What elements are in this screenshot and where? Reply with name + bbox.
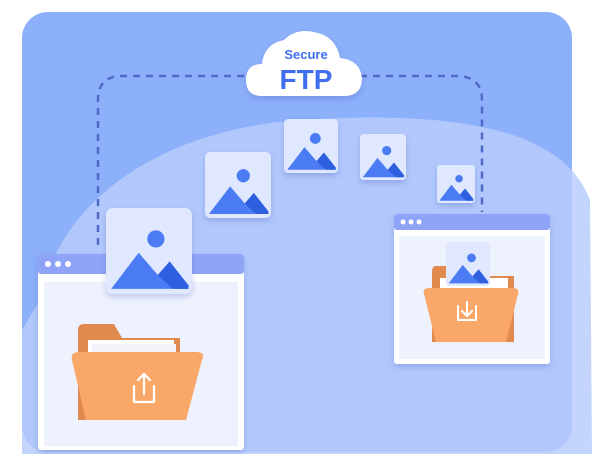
transfer-path [96,74,255,245]
window-dot [65,261,71,267]
window-dot [55,261,61,267]
image-icon [437,165,475,203]
window-dot [416,219,422,225]
folder-icon [71,324,204,420]
window-title-bar [394,214,550,230]
transfer-path-right [360,74,484,212]
image-icon [360,134,406,180]
image-icon [205,152,271,218]
download-icon [457,301,477,321]
window-dot [400,219,406,225]
window-dot [45,261,51,267]
cloud-label-ftp: FTP [280,64,333,95]
image-icon [284,119,338,173]
cloud-label-secure: Secure [284,47,327,62]
image-icon [106,208,192,294]
folder-icon [423,266,519,342]
upload-icon [132,372,156,404]
image-icon [446,242,490,286]
cloud-icon [246,31,362,96]
window-dot [408,219,414,225]
